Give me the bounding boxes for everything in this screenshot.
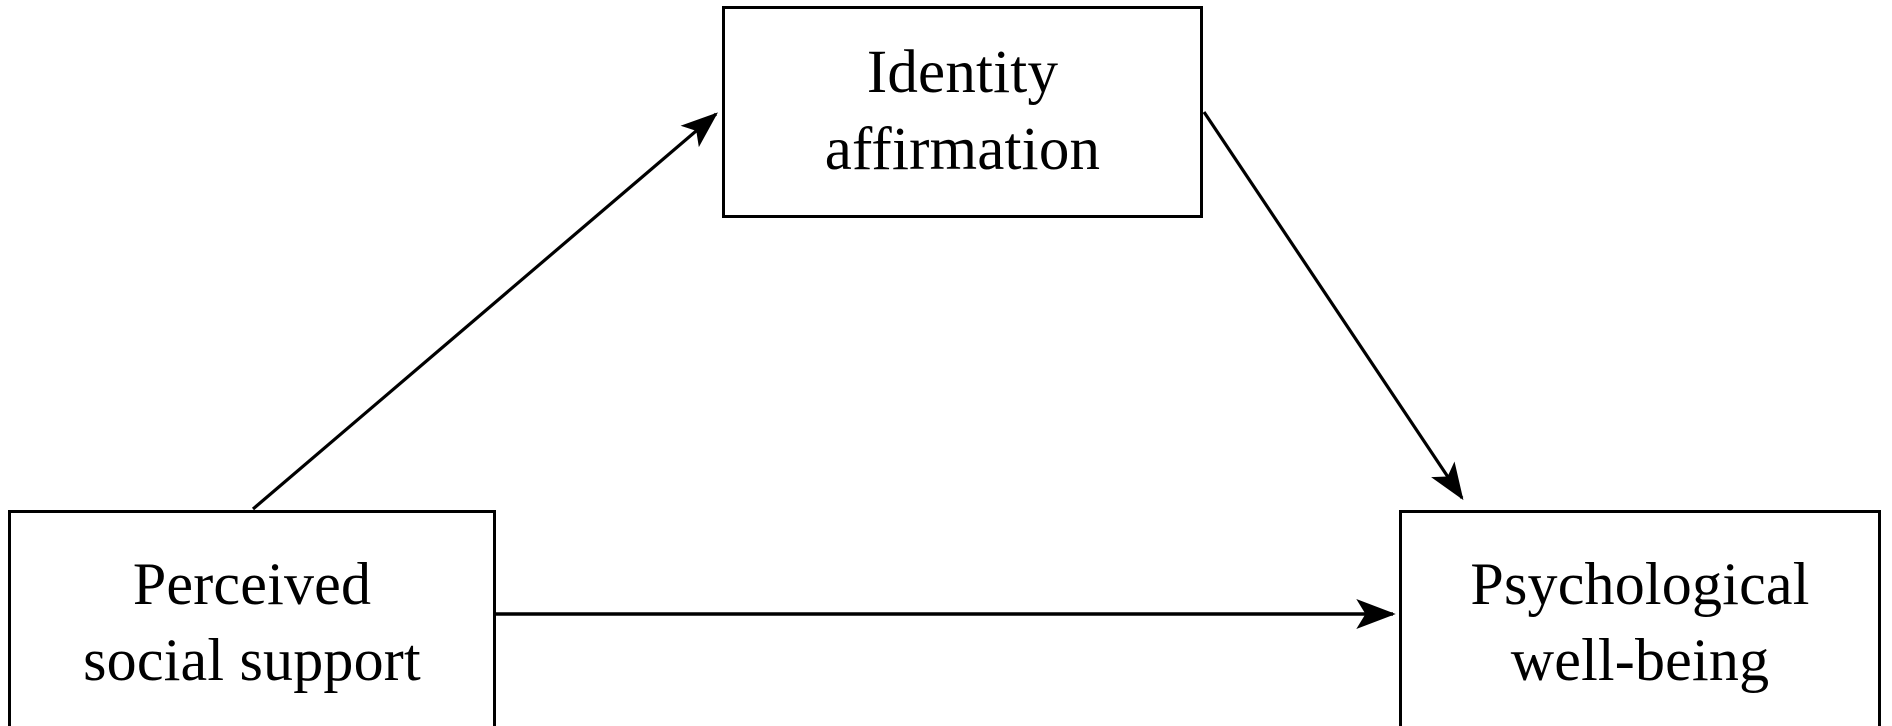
arrow-predictor-to-mediator (251, 112, 718, 511)
node-label-line-2: well-being (1510, 627, 1770, 693)
node-label-line-1: Psychological (1470, 551, 1810, 618)
node-label-line-2: affirmation (824, 116, 1101, 183)
node-label-line-1: Identity (866, 39, 1059, 107)
node-label-line-2: social support (83, 627, 421, 693)
node-identity-affirmation[interactable]: Identity affirmation (722, 6, 1203, 218)
arrow-mediator-to-outcome (1202, 111, 1464, 501)
node-label-line-1: Perceived (132, 551, 372, 618)
node-perceived-social-support[interactable]: Perceived social support (8, 510, 496, 726)
node-psychological-well-being[interactable]: Psychological well-being (1399, 510, 1881, 726)
